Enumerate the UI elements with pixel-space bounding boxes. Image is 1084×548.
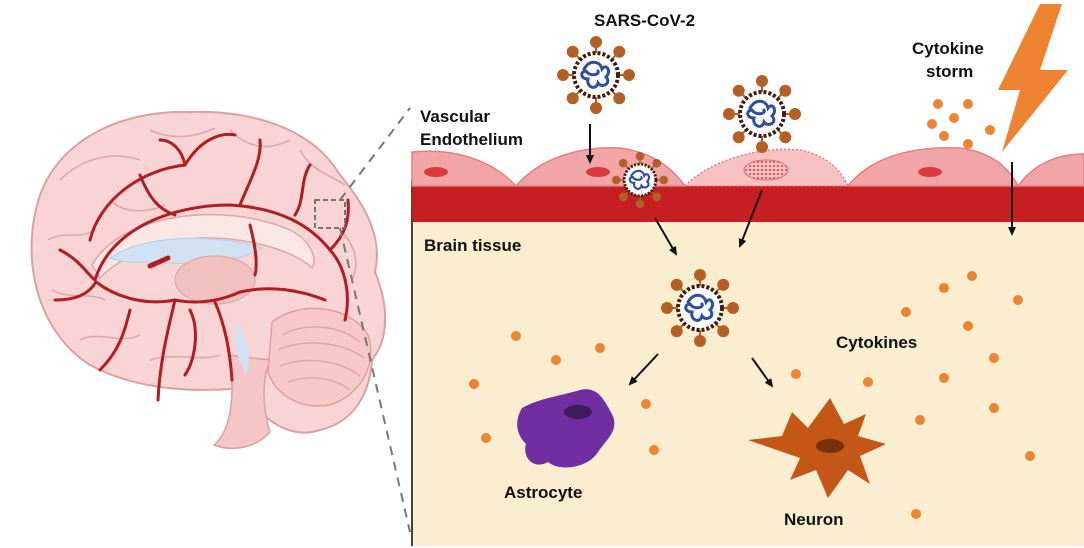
arteries <box>53 132 350 402</box>
endothelial-nucleus <box>586 167 610 177</box>
endothelial-cell-5 <box>1016 153 1084 187</box>
cytokine-dot-icon <box>1025 451 1035 461</box>
virus-icon <box>661 269 739 347</box>
cytokine-dot-icon <box>551 355 561 365</box>
cytokine-dot-icon <box>989 353 999 363</box>
cytokine-storm-label-line1: Cytokine <box>912 39 984 58</box>
virus-icon <box>723 75 801 153</box>
virus-icon <box>557 36 635 114</box>
artery-accent <box>147 255 171 269</box>
cytokine-dot-icon <box>985 125 995 135</box>
cytokine-dot-icon <box>641 399 651 409</box>
zoom-region-box <box>314 199 346 229</box>
virus-icon <box>611 151 669 209</box>
zoom-line-top <box>339 107 411 201</box>
cytokine-dot-icon <box>963 139 973 149</box>
cytokine-dot-icon <box>511 331 521 341</box>
cytokine-dot-icon <box>911 509 921 519</box>
cytokine-dot-icon <box>949 113 959 123</box>
cytokine-dot-icon <box>915 415 925 425</box>
endothelium-label-line1: Vascular <box>420 107 490 126</box>
cytokine-dot-icon <box>901 307 911 317</box>
endothelial-nucleus <box>918 167 942 177</box>
cytokine-dot-icon <box>469 379 479 389</box>
neuron-cell-icon <box>748 398 886 498</box>
brain-illustration <box>30 110 387 450</box>
endothelial-nucleus <box>424 167 448 177</box>
lightning-bolt-icon <box>998 4 1068 152</box>
astrocyte-cell-icon <box>517 389 615 468</box>
endothelial-cell-4 <box>846 147 1020 187</box>
cytokine-dot-icon <box>963 99 973 109</box>
cytokines-label: Cytokines <box>836 333 917 352</box>
endothelial-cell-1 <box>411 150 518 187</box>
vessel-wall <box>412 186 1084 222</box>
virus-label: SARS-CoV-2 <box>594 11 695 30</box>
arrow-icon <box>751 357 774 388</box>
cytokine-dot-icon <box>939 283 949 293</box>
zoom-line-bottom <box>339 227 411 533</box>
arrow-icon <box>738 189 763 248</box>
cytokine-dot-icon <box>989 403 999 413</box>
cytokine-dot-icon <box>649 445 659 455</box>
cytokine-dot-icon <box>791 369 801 379</box>
astrocyte-label: Astrocyte <box>504 483 582 502</box>
neuron-label: Neuron <box>784 510 844 529</box>
arrow-icon <box>628 353 659 386</box>
arrow-icon <box>654 217 678 256</box>
cytokine-dot-icon <box>595 343 605 353</box>
cytokine-dot-icon <box>939 131 949 141</box>
cytokine-dot-icon <box>863 377 873 387</box>
neuron-nucleus <box>816 439 844 453</box>
cytokine-dot-icon <box>967 271 977 281</box>
brain-tissue-label: Brain tissue <box>424 236 521 255</box>
endothelium-label-line2: Endothelium <box>420 130 523 149</box>
brainstem <box>212 354 272 450</box>
cytokine-dot-icon <box>963 321 973 331</box>
endothelial-nucleus-damaged <box>743 159 789 181</box>
cerebellum-folds <box>277 326 365 391</box>
cytokine-dot-icon <box>927 119 937 129</box>
cytokine-dot-icon <box>481 433 491 443</box>
thalamus <box>174 255 256 305</box>
cytokine-dot-icon <box>939 373 949 383</box>
fourth-ventricle <box>234 320 249 375</box>
cytokine-dot-icon <box>933 99 943 109</box>
astrocyte-nucleus <box>564 405 592 419</box>
cytokine-dot-icon <box>1013 295 1023 305</box>
cytokine-storm-label-line2: storm <box>926 62 973 81</box>
